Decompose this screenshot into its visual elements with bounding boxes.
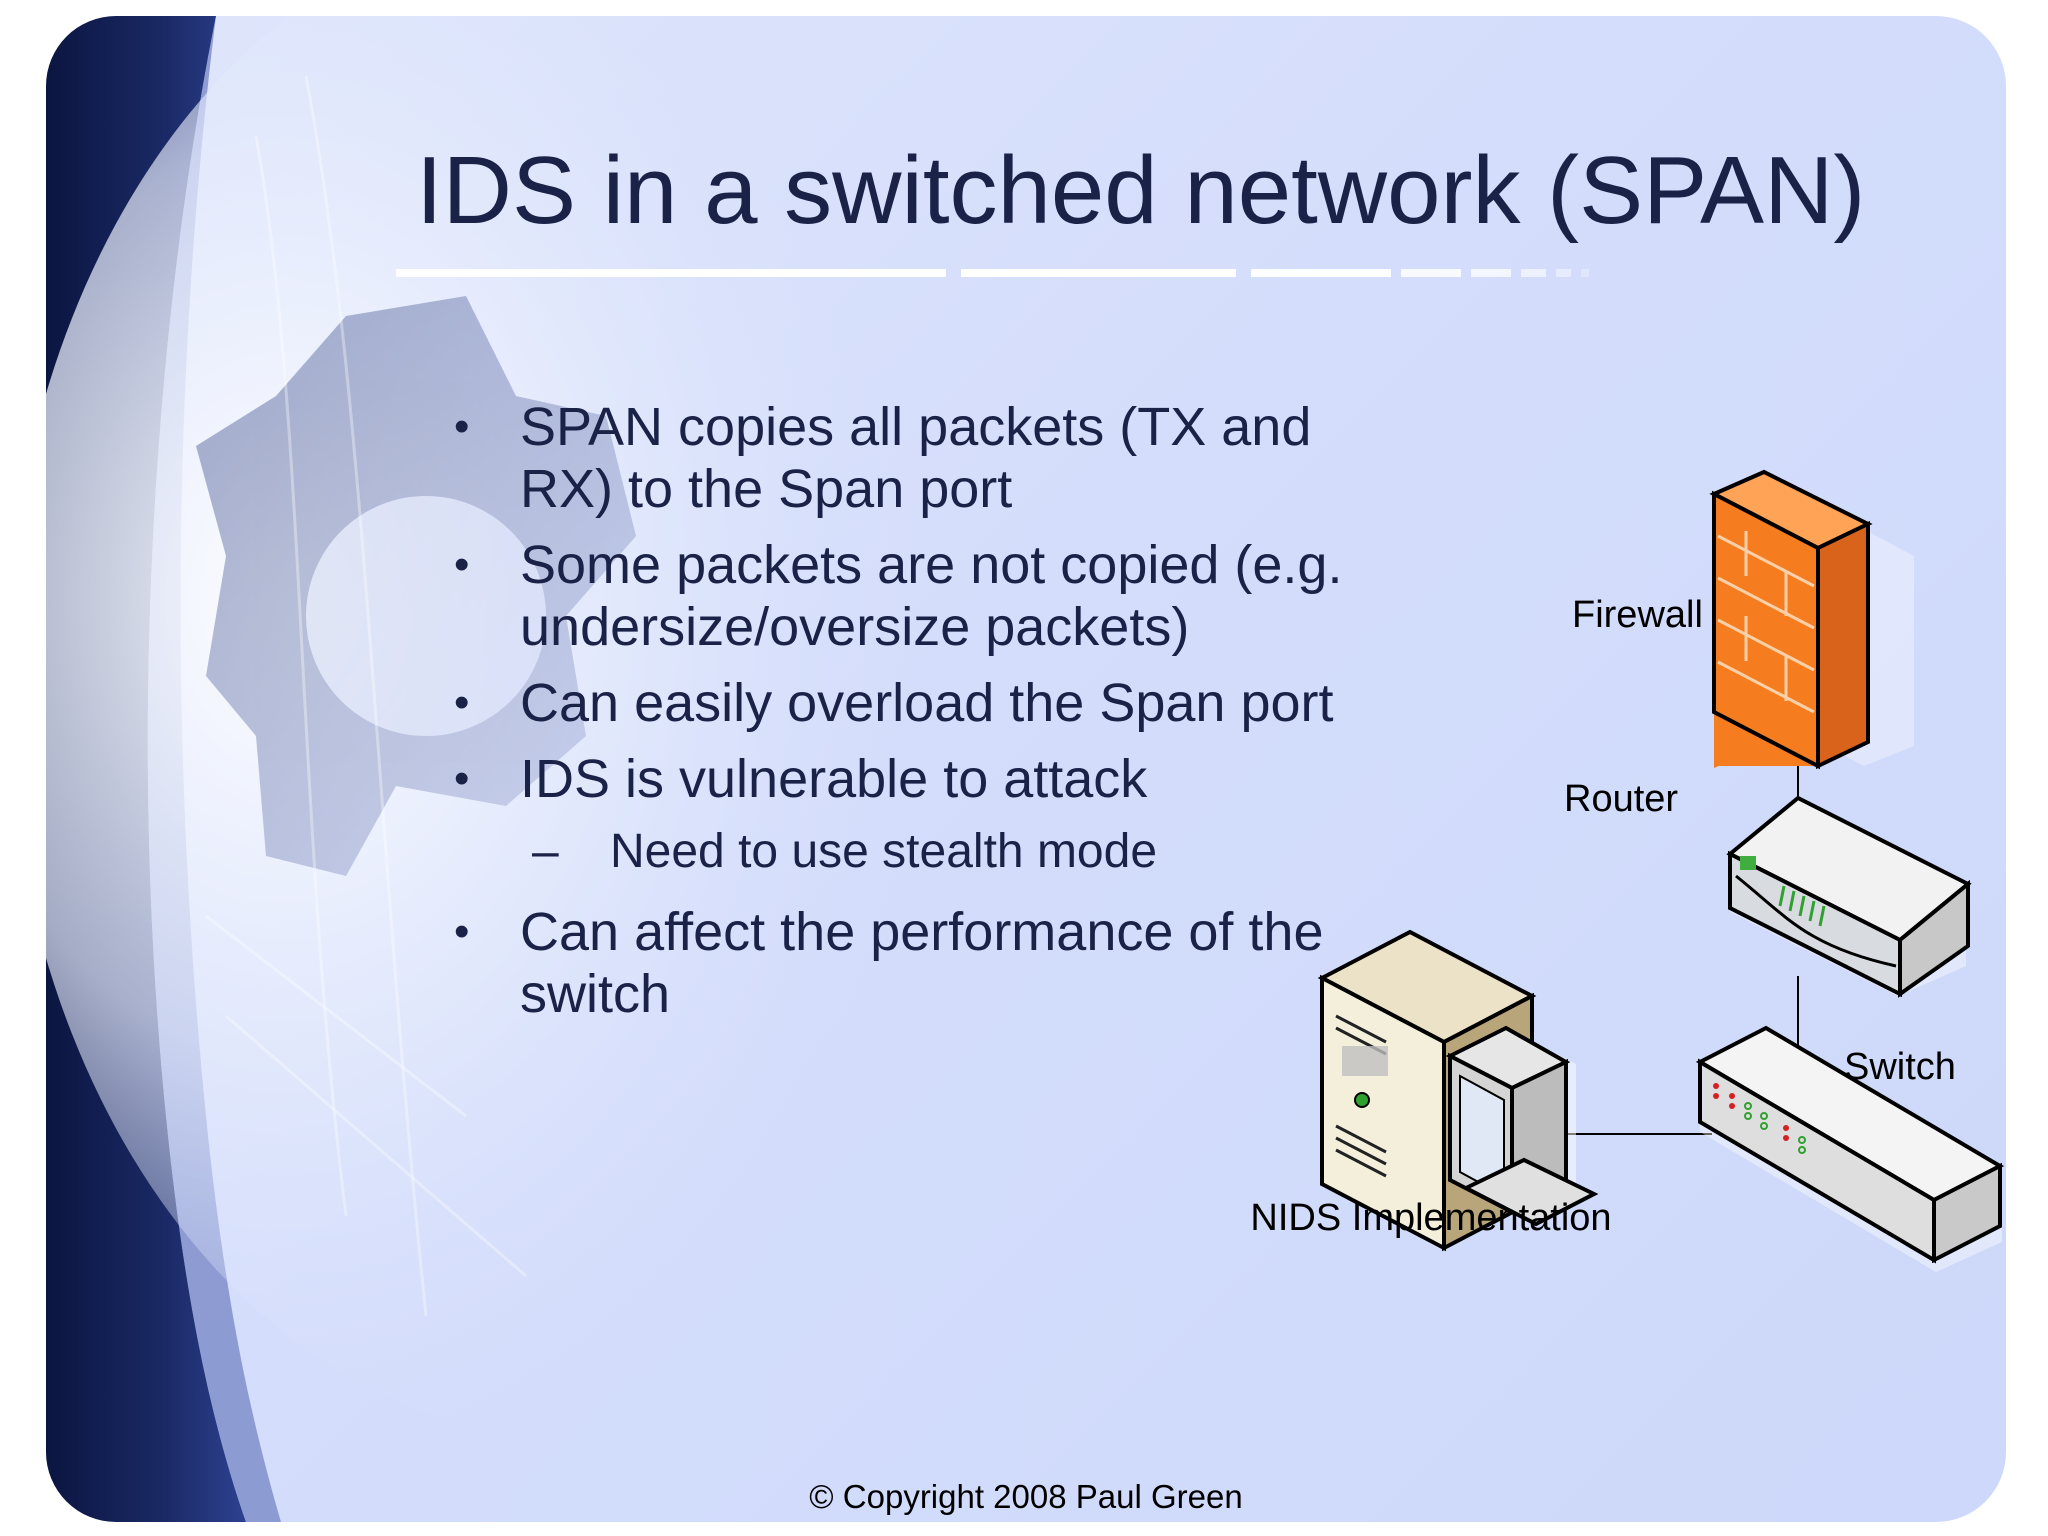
copyright-footer: © Copyright 2008 Paul Green	[809, 1478, 1243, 1515]
bullet-symbol: •	[454, 754, 470, 803]
bullet-text: Can affect the performance of the switch	[520, 902, 1324, 1024]
bullet-text: IDS is vulnerable to attack	[520, 749, 1148, 809]
bullet-item: • Some packets are not copied (e.g. unde…	[436, 534, 1356, 658]
bullet-symbol: •	[454, 907, 470, 956]
bullet-text: SPAN copies all packets (TX and RX) to t…	[520, 397, 1312, 519]
bullet-symbol: •	[454, 402, 470, 451]
bullet-item: • Can affect the performance of the swit…	[436, 901, 1356, 1025]
bullet-item: • SPAN copies all packets (TX and RX) to…	[436, 396, 1356, 520]
bullet-symbol: •	[454, 678, 470, 727]
bullet-symbol: •	[454, 540, 470, 589]
network-diagram	[1317, 469, 2005, 1272]
router-icon	[1726, 795, 1972, 998]
background-decoration	[46, 16, 1126, 1522]
switch-label: Switch	[1844, 1046, 1956, 1088]
bullet-text: Can easily overload the Span port	[520, 673, 1334, 733]
slide-title: IDS in a switched network (SPAN)	[416, 137, 1866, 244]
title-underline	[396, 269, 1589, 277]
bullet-item: • Can easily overload the Span port	[436, 672, 1356, 734]
bullet-text: Some packets are not copied (e.g. unders…	[520, 535, 1343, 657]
slide: IDS in a switched network (SPAN) • SPAN …	[46, 16, 2006, 1522]
bullet-list: • SPAN copies all packets (TX and RX) to…	[436, 396, 1356, 1039]
router-label: Router	[1564, 778, 1679, 820]
sub-bullet-symbol: –	[532, 825, 559, 878]
monitor-icon	[1445, 1025, 1599, 1227]
firewall-icon	[1709, 469, 1914, 770]
firewall-label: Firewall	[1572, 594, 1703, 636]
sub-bullet-item: – Need to use stealth mode	[436, 824, 1356, 879]
bullet-item: • IDS is vulnerable to attack	[436, 748, 1356, 810]
switch-icon	[1695, 1025, 2005, 1272]
nids-label: NIDS Implementation	[1250, 1197, 1612, 1239]
sub-bullet-text: Need to use stealth mode	[610, 825, 1158, 878]
